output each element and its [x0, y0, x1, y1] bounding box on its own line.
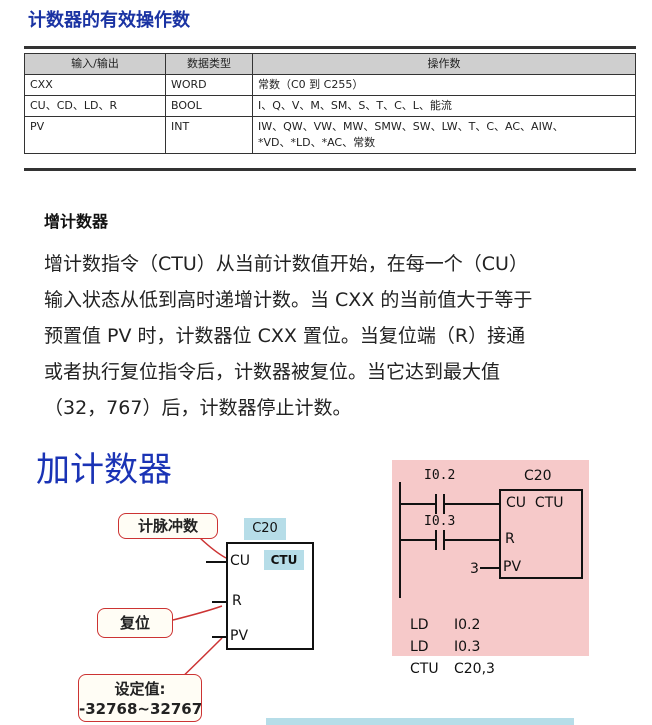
- table-cell-line: IW、QW、VW、MW、SMW、SW、LW、T、C、AC、AIW、: [258, 120, 564, 133]
- table-row: CU、CD、LD、R BOOL I、Q、V、M、SM、S、T、C、L、能流: [24, 95, 636, 117]
- table-header: 操作数: [252, 53, 636, 75]
- pin-cu-line: [206, 561, 228, 563]
- il-arg: C20,3: [454, 661, 495, 677]
- pin-cu: CU: [230, 553, 251, 569]
- table-cell-line: *VD、*LD、*AC、常数: [258, 136, 376, 149]
- ctu-paragraph: 增计数指令（CTU）从当前计数值开始，在每一个（CU） 输入状态从低到高时递增计…: [44, 246, 644, 426]
- counter-tag: C20: [244, 518, 286, 540]
- callout-preset-range: -32768~32767: [79, 700, 203, 718]
- diagram-title: 加计数器: [36, 450, 172, 490]
- il-op: LD: [410, 617, 429, 633]
- ladder-box-top: CU CTU: [506, 495, 564, 511]
- callout-preset: 设定值: -32768~32767: [78, 674, 202, 722]
- ladder-counter-label: C20: [524, 468, 552, 484]
- bottom-strip: [266, 718, 574, 725]
- paragraph-line: 或者执行复位指令后，计数器被复位。当它达到最大值: [44, 361, 501, 383]
- ladder-pv-value: 3: [470, 561, 479, 577]
- ctu-label: CTU: [264, 550, 304, 570]
- table-cell: CU、CD、LD、R: [24, 95, 166, 117]
- pin-pv-line: [212, 636, 228, 638]
- ladder-diagram: [399, 482, 583, 598]
- paragraph-line: （32，767）后，计数器停止计数。: [44, 397, 352, 419]
- pin-pv: PV: [230, 628, 249, 644]
- paragraph-line: 输入状态从低到高时递增计数。当 CXX 的当前值大于等于: [44, 289, 533, 311]
- il-op: CTU: [410, 661, 439, 677]
- arrow-pulse: [199, 537, 227, 559]
- contact-i03-label: I0.3: [424, 514, 456, 529]
- ladder-box-pv: PV: [503, 559, 522, 575]
- contact-i02-label: I0.2: [424, 468, 456, 483]
- il-line: LD I0.2: [410, 614, 495, 636]
- table-header: 数据类型: [165, 53, 253, 75]
- callout-reset: 复位: [97, 608, 173, 638]
- ladder-box-r: R: [505, 531, 515, 547]
- il-op: LD: [410, 639, 429, 655]
- table-cell: IW、QW、VW、MW、SMW、SW、LW、T、C、AC、AIW、 *VD、*L…: [252, 116, 636, 154]
- table-top-rule: [24, 46, 636, 49]
- il-arg: I0.3: [454, 639, 481, 655]
- arrow-reset: [172, 605, 223, 621]
- table-header-row: 输入/输出 数据类型 操作数: [24, 53, 636, 75]
- table-bottom-rule: [24, 168, 636, 171]
- paragraph-line: 增计数指令（CTU）从当前计数值开始，在每一个（CU）: [44, 253, 528, 275]
- pin-r-line: [212, 601, 228, 603]
- callout-preset-label: 设定值:: [114, 680, 166, 698]
- table-cell: BOOL: [165, 95, 253, 117]
- il-line: CTU C20,3: [410, 658, 495, 680]
- ctu-heading: 增计数器: [44, 212, 109, 231]
- table-cell: INT: [165, 116, 253, 154]
- ladder-panel: [392, 460, 589, 656]
- il-line: LD I0.3: [410, 636, 495, 658]
- section-title: 计数器的有效操作数: [28, 10, 190, 31]
- operands-table: 输入/输出 数据类型 操作数 CXX WORD 常数（C0 到 C255） CU…: [24, 53, 636, 154]
- callout-pulse-count: 计脉冲数: [118, 513, 218, 539]
- il-arg: I0.2: [454, 617, 481, 633]
- paragraph-line: 预置值 PV 时，计数器位 CXX 置位。当复位端（R）接通: [44, 325, 526, 347]
- pin-r: R: [232, 593, 242, 609]
- instruction-list: LD I0.2 LD I0.3 CTU C20,3: [410, 614, 495, 680]
- table-cell: PV: [24, 116, 166, 154]
- table-row: PV INT IW、QW、VW、MW、SMW、SW、LW、T、C、AC、AIW、…: [24, 116, 636, 154]
- ladder-counter-box: [499, 489, 583, 579]
